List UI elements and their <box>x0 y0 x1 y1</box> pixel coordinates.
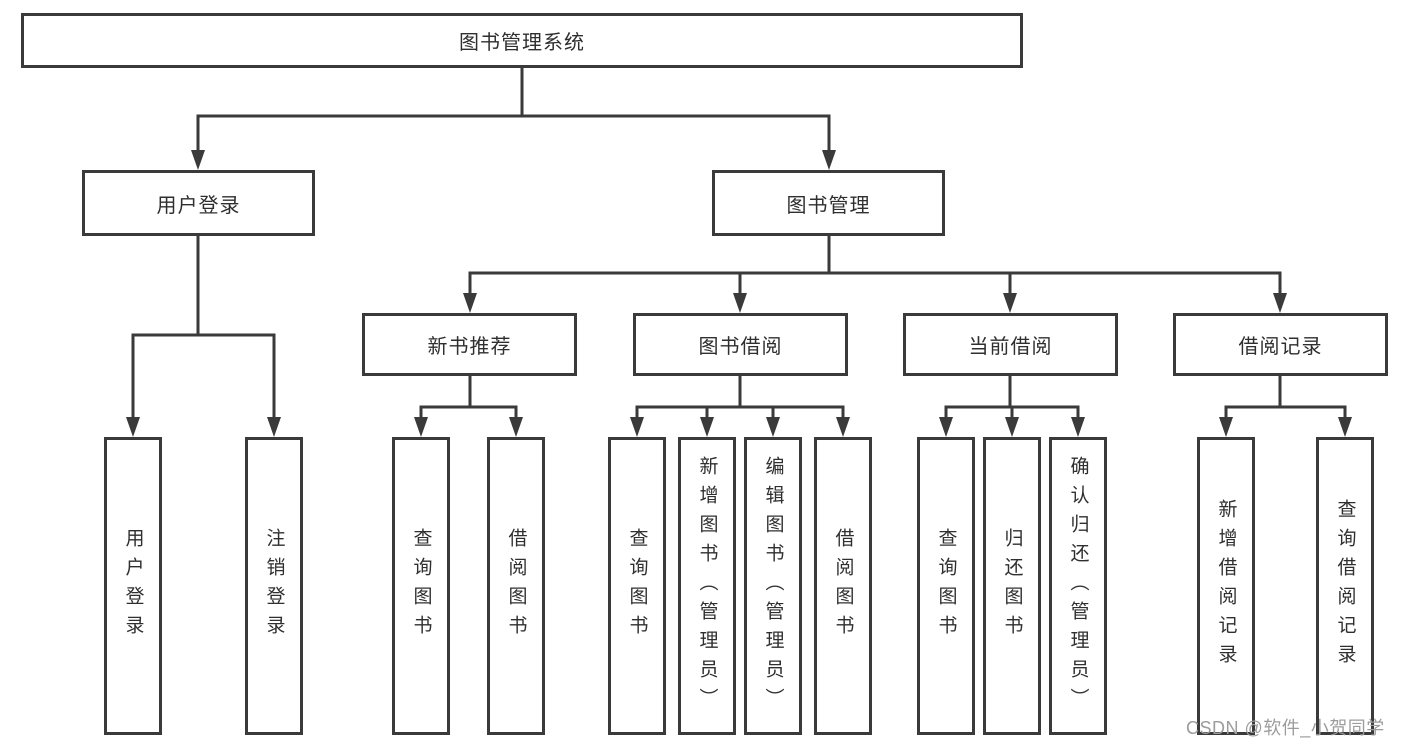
leaf-nbr-borrow-books: 借阅图书 <box>487 437 545 735</box>
leaf-bb-borrow-books-label: 借阅图书 <box>832 528 854 644</box>
leaf-br-add-record-label: 新增借阅记录 <box>1215 499 1237 673</box>
node-current-borrow: 当前借阅 <box>903 313 1118 376</box>
leaf-cb-confirm-return: 确认归还（管理员） <box>1049 437 1107 735</box>
leaf-user-login-label: 用户登录 <box>122 528 144 644</box>
node-user-login-label: 用户登录 <box>156 194 241 217</box>
leaf-bb-borrow-books: 借阅图书 <box>814 437 872 735</box>
leaf-bb-query-books: 查询图书 <box>608 437 666 735</box>
node-book-borrow: 图书借阅 <box>633 313 848 376</box>
node-book-management-label: 图书管理 <box>786 194 871 217</box>
leaf-nbr-query-books: 查询图书 <box>392 437 450 735</box>
node-book-borrow-label: 图书借阅 <box>698 336 783 358</box>
leaf-nbr-query-books-label: 查询图书 <box>410 528 432 644</box>
node-new-book-recommend: 新书推荐 <box>362 313 577 376</box>
leaf-bb-edit-books: 编辑图书（管理员） <box>744 437 802 735</box>
leaf-logout: 注销登录 <box>245 437 303 735</box>
leaf-bb-add-books-label: 新增图书（管理员） <box>696 455 718 717</box>
node-borrow-record-label: 借阅记录 <box>1238 336 1323 358</box>
leaf-logout-label: 注销登录 <box>263 528 285 644</box>
leaf-user-login: 用户登录 <box>104 437 162 735</box>
csdn-watermark: CSDN @软件_小贺同学 <box>1186 718 1385 738</box>
leaf-bb-add-books: 新增图书（管理员） <box>678 437 736 735</box>
leaf-bb-edit-books-label: 编辑图书（管理员） <box>762 455 784 717</box>
leaf-br-add-record: 新增借阅记录 <box>1197 437 1255 735</box>
node-root: 图书管理系统 <box>21 13 1023 68</box>
leaf-nbr-borrow-books-label: 借阅图书 <box>505 528 527 644</box>
leaf-bb-query-books-label: 查询图书 <box>626 528 648 644</box>
node-current-borrow-label: 当前借阅 <box>968 336 1053 358</box>
leaf-br-query-record-label: 查询借阅记录 <box>1334 499 1356 673</box>
node-borrow-record: 借阅记录 <box>1173 313 1388 376</box>
node-new-book-recommend-label: 新书推荐 <box>427 336 512 358</box>
leaf-cb-return-books-label: 归还图书 <box>1001 528 1023 644</box>
node-root-label: 图书管理系统 <box>459 32 585 54</box>
leaf-cb-return-books: 归还图书 <box>983 437 1041 735</box>
node-user-login: 用户登录 <box>82 170 315 236</box>
leaf-br-query-record: 查询借阅记录 <box>1316 437 1374 735</box>
leaf-cb-query-books-label: 查询图书 <box>935 528 957 644</box>
leaf-cb-query-books: 查询图书 <box>917 437 975 735</box>
node-book-management: 图书管理 <box>712 170 945 236</box>
leaf-cb-confirm-return-label: 确认归还（管理员） <box>1067 455 1089 717</box>
